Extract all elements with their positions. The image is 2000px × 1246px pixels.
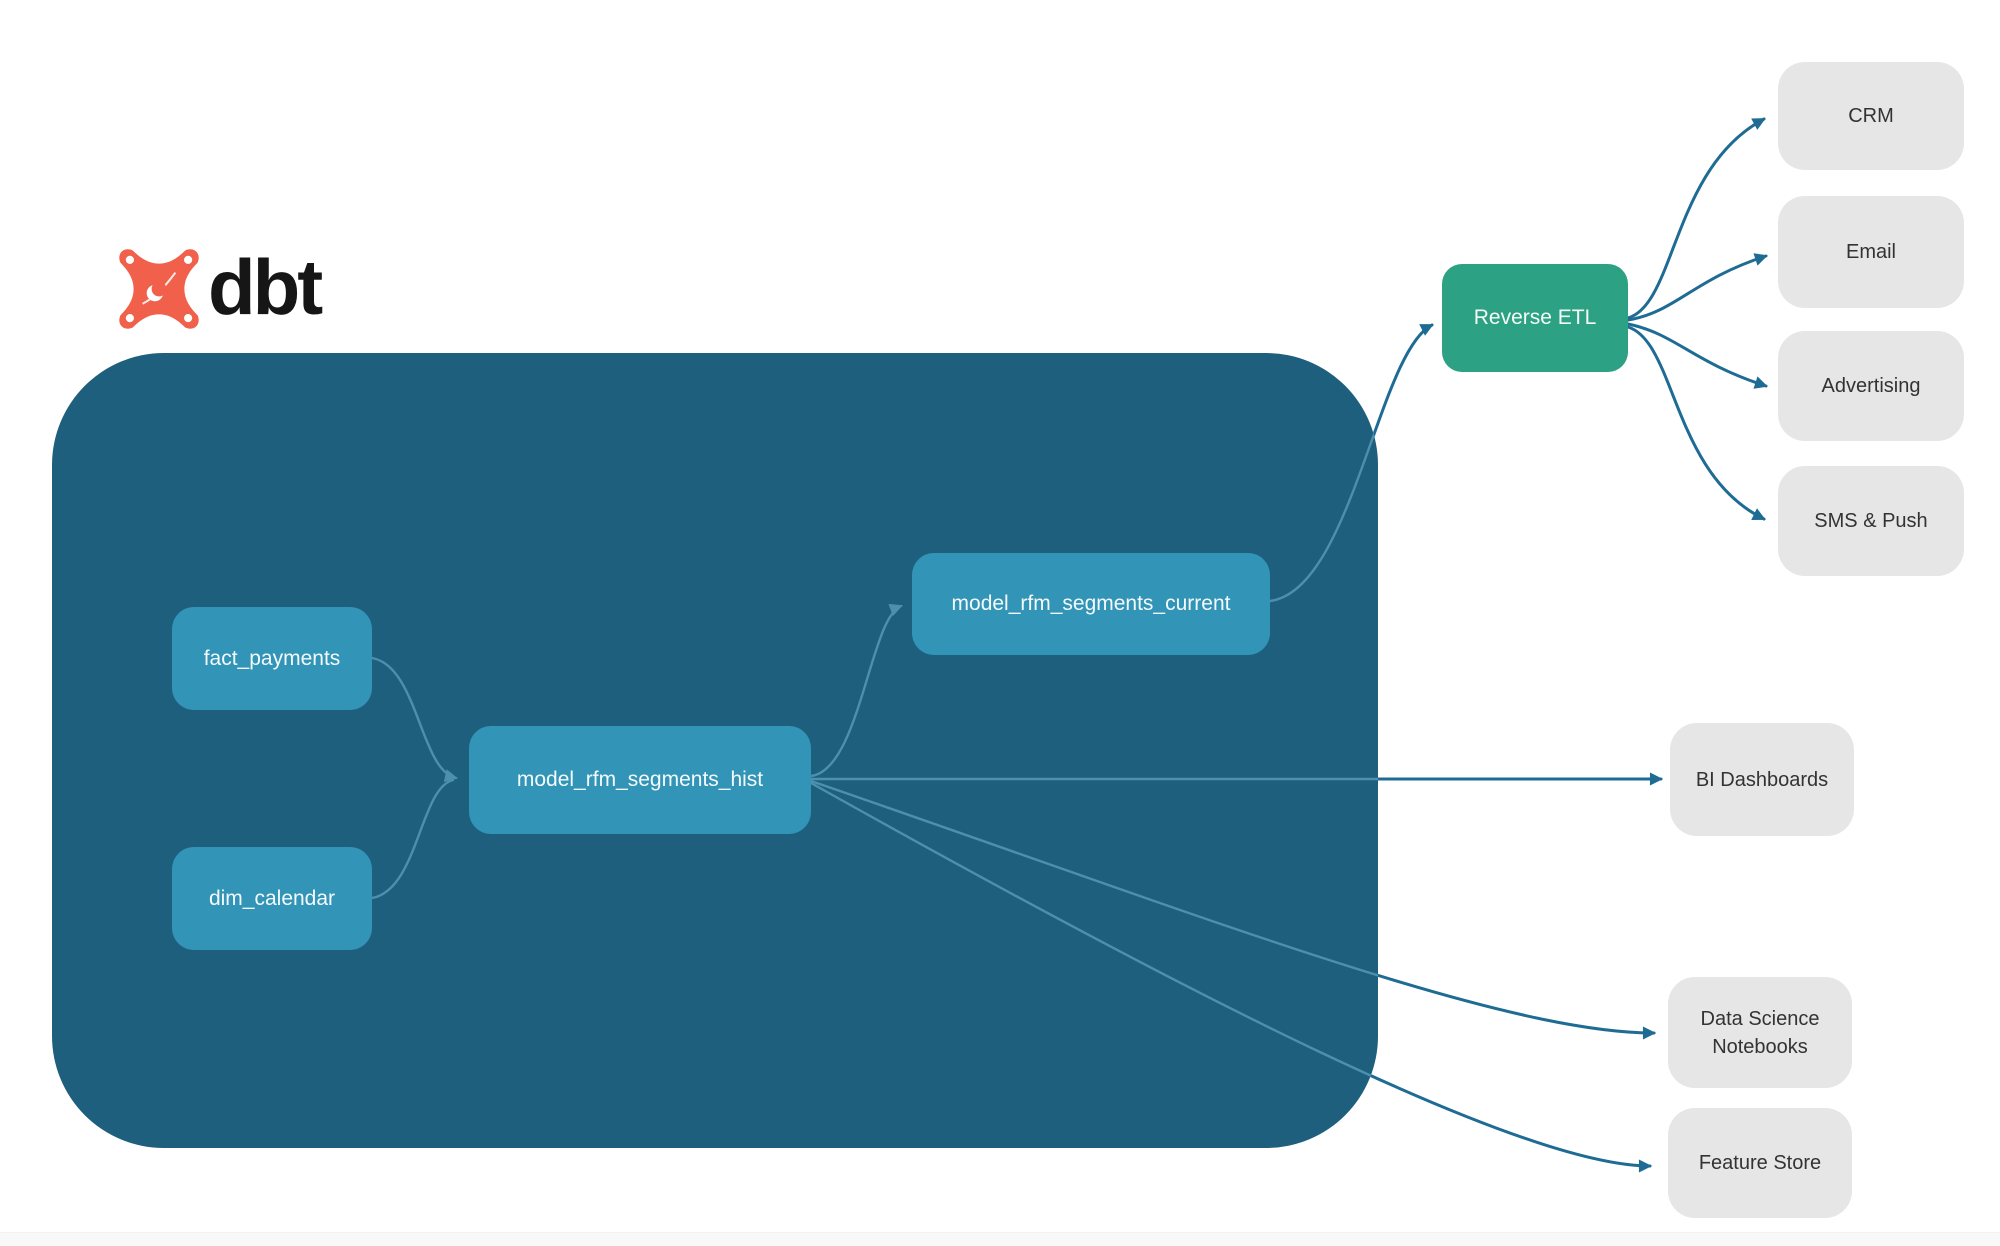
edge-reverse-etl-to-crm	[1626, 117, 1766, 320]
node-model-rfm-segments-current: model_rfm_segments_current	[912, 553, 1270, 655]
edge-fact-payments-to-hist	[370, 656, 458, 782]
dest-crm: CRM	[1778, 62, 1964, 170]
node-reverse-etl: Reverse ETL	[1442, 264, 1628, 372]
node-model-rfm-segments-hist: model_rfm_segments_hist	[469, 726, 811, 834]
edge-current-to-reverse-etl	[1268, 353, 1378, 603]
dbt-logo: dbt	[118, 243, 323, 331]
bottom-strip	[0, 1232, 2000, 1246]
dest-advertising: Advertising	[1778, 331, 1964, 441]
dbt-logo-wordmark: dbt	[208, 243, 323, 331]
edge-hist-to-current	[809, 603, 903, 778]
edge-fact-payments-to-hist	[370, 656, 458, 782]
dbt-star-icon	[119, 249, 199, 329]
edge-reverse-etl-to-sms-push	[1626, 325, 1766, 521]
edge-reverse-etl-to-advertising	[1626, 322, 1768, 389]
dest-sms-push: SMS & Push	[1778, 466, 1964, 576]
edge-hist-to-feature-store	[809, 781, 1652, 1173]
edge-hist-to-feature-store	[809, 781, 1378, 1148]
edge-dim-calendar-to-hist	[370, 778, 455, 900]
dest-bi-dashboards: BI Dashboards	[1670, 723, 1854, 836]
node-dim-calendar: dim_calendar	[172, 847, 372, 950]
edge-hist-to-ds-notebooks	[809, 779, 1656, 1040]
dest-data-science-notebooks: Data Science Notebooks	[1668, 977, 1852, 1088]
dest-feature-store: Feature Store	[1668, 1108, 1852, 1218]
edge-reverse-etl-to-email	[1626, 253, 1768, 322]
node-fact-payments: fact_payments	[172, 607, 372, 710]
edge-hist-to-ds-notebooks	[809, 779, 1378, 1035]
edge-dim-calendar-to-hist	[370, 778, 455, 900]
edge-hist-to-current	[809, 603, 903, 778]
edge-current-to-reverse-etl	[1268, 323, 1434, 603]
dest-email: Email	[1778, 196, 1964, 308]
